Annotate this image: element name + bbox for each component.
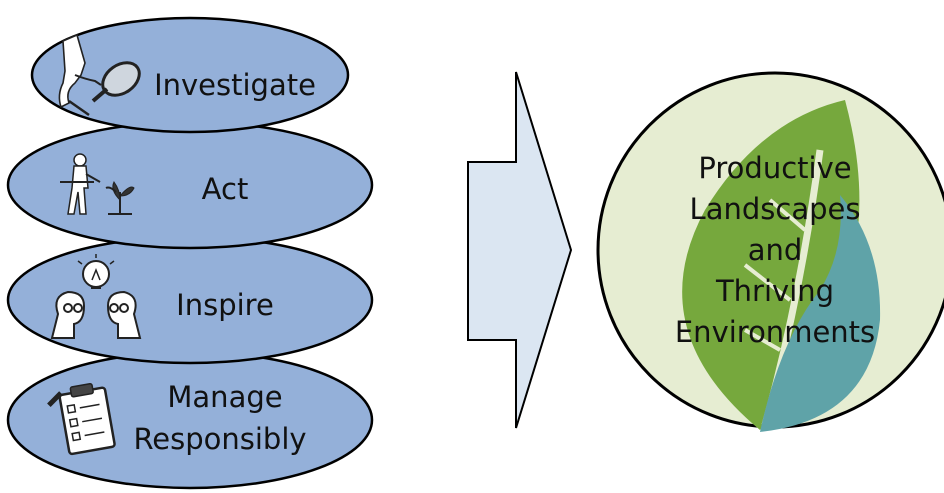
- step-label-inspire: Inspire: [176, 288, 274, 322]
- step-ellipse-investigate: [30, 16, 350, 134]
- step-label-responsibly: Responsibly: [133, 422, 307, 456]
- goal-line-4: Thriving: [715, 274, 835, 308]
- goal-line-2: Landscapes: [689, 192, 861, 226]
- leaf-icon: [682, 100, 881, 432]
- lightbulb-people-icon: [50, 254, 142, 339]
- magnifying-glass-hand-icon: [58, 33, 141, 117]
- goal-line-3: and: [747, 233, 803, 267]
- block-arrow: [467, 71, 573, 429]
- step-label-manage: Manage: [167, 380, 283, 414]
- goal-line-5: Environments: [674, 315, 876, 349]
- step-label-act: Act: [201, 172, 249, 206]
- step-label-investigate: Investigate: [154, 68, 316, 102]
- person-planting-icon: [60, 153, 135, 215]
- goal-text: Productive Landscapes and Thriving Envir…: [640, 148, 910, 353]
- goal-line-1: Productive: [698, 151, 852, 185]
- clipboard-checklist-icon: [47, 383, 116, 456]
